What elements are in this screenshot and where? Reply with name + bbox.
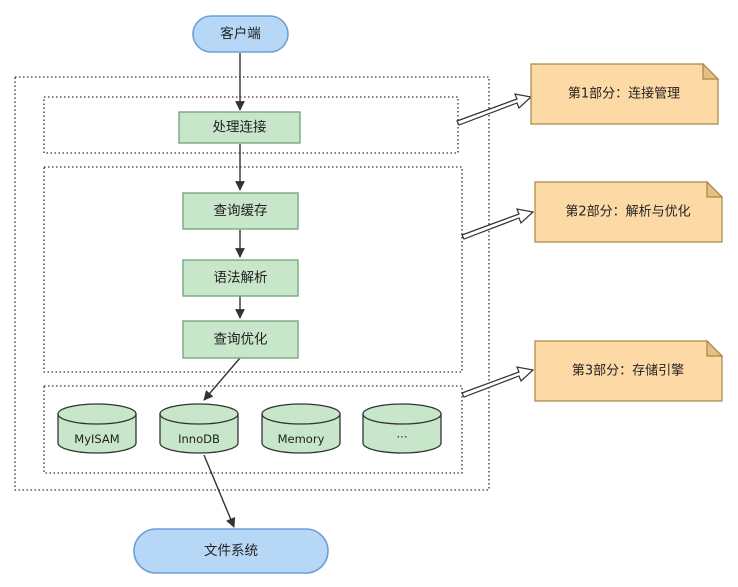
section-parse-optimize-boundary (43, 166, 463, 373)
server-boundary (14, 76, 490, 491)
callout-arrow-3 (461, 366, 535, 398)
step-query-optimize-label: 查询优化 (214, 332, 268, 348)
engine-memory-label: Memory (278, 432, 325, 446)
note-part-1-text: 第1部分：连接管理 (568, 86, 680, 102)
note-part-1: 第1部分：连接管理 (530, 62, 720, 125)
section-storage-engine-boundary (43, 385, 463, 474)
step-connection-label: 处理连接 (213, 119, 267, 136)
callout-arrow-2 (461, 208, 535, 240)
note-part-2-text: 第2部分：解析与优化 (565, 205, 690, 220)
engine-myisam: MyISAM (57, 403, 137, 454)
callout-arrow-1 (456, 93, 533, 126)
engine-innodb-label: InnoDB (178, 432, 220, 446)
step-connection: 处理连接 (178, 111, 301, 144)
step-syntax-parse: 语法解析 (182, 259, 299, 297)
note-part-2: 第2部分：解析与优化 (534, 180, 724, 243)
filesystem-label: 文件系统 (204, 543, 258, 559)
step-query-optimize: 查询优化 (182, 320, 299, 359)
engine-innodb: InnoDB (159, 403, 239, 454)
engine-more: ··· (362, 403, 442, 454)
client-label: 客户端 (220, 25, 261, 42)
arrow-innodb-to-filesystem (203, 454, 236, 528)
engine-memory: Memory (261, 403, 341, 454)
section-connection-boundary (43, 96, 459, 154)
note-part-3-text: 第3部分：存储引擎 (572, 364, 684, 379)
step-query-cache: 查询缓存 (182, 192, 299, 230)
filesystem-node: 文件系统 (133, 528, 329, 574)
note-part-3: 第3部分：存储引擎 (534, 339, 724, 402)
engine-more-label: ··· (397, 430, 408, 444)
engine-myisam-label: MyISAM (74, 432, 119, 446)
arrow-optimize-to-innodb (203, 357, 241, 401)
client-node: 客户端 (192, 15, 289, 53)
step-syntax-parse-label: 语法解析 (214, 270, 268, 286)
step-query-cache-label: 查询缓存 (214, 203, 268, 219)
